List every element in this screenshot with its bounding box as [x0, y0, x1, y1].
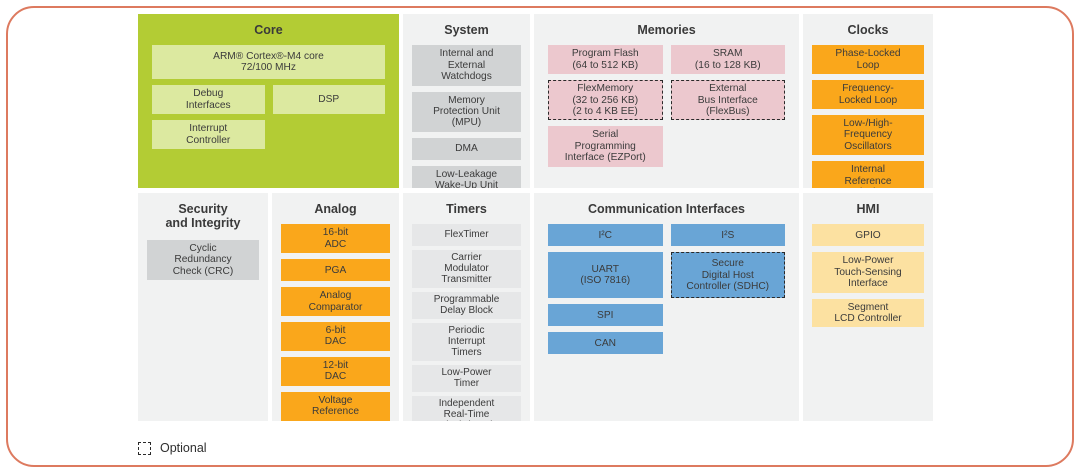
block-i2s: I²S: [670, 224, 785, 247]
block-flexmemory: FlexMemory (32 to 256 KB) (2 to 4 KB EE): [548, 80, 663, 121]
section-blocks: Cyclic Redundancy Check (CRC): [147, 239, 259, 281]
section-title-system: System: [444, 23, 489, 37]
section-title-comm: Communication Interfaces: [588, 202, 745, 216]
block-sram: SRAM (16 to 128 KB): [670, 45, 785, 75]
block-pll: Phase-Locked Loop: [812, 45, 924, 75]
block-analog-comparator: Analog Comparator: [281, 287, 390, 317]
section-title-core: Core: [254, 23, 283, 37]
block-arm-cortex-m4-core: ARM® Cortex®-M4 core 72/100 MHz: [152, 45, 385, 80]
block-lptimer: Low-Power Timer: [412, 365, 521, 393]
section-title-timers: Timers: [446, 202, 487, 216]
block-segment-lcd: Segment LCD Controller: [812, 298, 924, 328]
section-hmi: HMI GPIO Low-Power Touch-Sensing Interface…: [803, 193, 933, 421]
block-flextimer: FlexTimer: [412, 224, 521, 247]
section-title-security: Security and Integrity: [165, 202, 241, 231]
block-voltage-reference: Voltage Reference: [281, 391, 390, 421]
section-title-clocks: Clocks: [847, 23, 889, 37]
section-blocks: Program Flash (64 to 512 KB)SRAM (16 to …: [548, 45, 785, 167]
block-interrupt-controller: Interrupt Controller: [152, 120, 265, 150]
block-llwu: Low-Leakage Wake-Up Unit: [412, 165, 521, 188]
block-pga: PGA: [281, 259, 390, 282]
section-title-memories: Memories: [637, 23, 696, 37]
block-oscillators: Low-/High- Frequency Oscillators: [812, 115, 924, 156]
block-debug-interfaces: Debug Interfaces: [152, 85, 265, 115]
block-program-flash: Program Flash (64 to 512 KB): [548, 45, 663, 75]
section-title-analog: Analog: [314, 202, 357, 216]
block-can: CAN: [548, 332, 663, 355]
block-pdb: Programmable Delay Block: [412, 292, 521, 320]
block-fll: Frequency- Locked Loop: [812, 80, 924, 110]
block-gpio: GPIO: [812, 224, 924, 247]
block-ezport: Serial Programming Interface (EZPort): [548, 126, 663, 167]
block-uart: UART (ISO 7816): [548, 252, 663, 299]
legend: Optional: [138, 441, 207, 455]
block-dma: DMA: [412, 137, 521, 160]
block-rtc: Independent Real-Time Clock (RTC): [412, 396, 521, 421]
block-i2c: I²C: [548, 224, 663, 247]
section-analog: Analog 16-bit ADC PGA Analog Comparator 6-bi…: [272, 193, 399, 421]
block-pit: Periodic Interrupt Timers: [412, 323, 521, 362]
block-watchdogs: Internal and External Watchdogs: [412, 45, 521, 86]
block-cmt: Carrier Modulator Transmitter: [412, 250, 521, 289]
block-mpu: Memory Protection Unit (MPU): [412, 91, 521, 132]
block-sdhc: Secure Digital Host Controller (SDHC): [670, 252, 785, 299]
block-dsp: DSP: [272, 85, 385, 115]
legend-label: Optional: [160, 441, 207, 455]
block-dac-6bit: 6-bit DAC: [281, 322, 390, 351]
section-blocks: I²C I²S UART (ISO 7816)Secure Digital Host…: [548, 224, 785, 355]
block-spi: SPI: [548, 304, 663, 327]
optional-dashed-box-icon: [138, 441, 151, 455]
block-adc-16bit: 16-bit ADC: [281, 224, 390, 254]
block-dac-12bit: 12-bit DAC: [281, 356, 390, 386]
block-external-bus-interface: External Bus Interface (FlexBus): [670, 80, 785, 121]
block-internal-reference-clocks: Internal Reference Clocks: [812, 161, 924, 188]
block-crc: Cyclic Redundancy Check (CRC): [147, 239, 259, 281]
block-touch-sensing: Low-Power Touch-Sensing Interface: [812, 252, 924, 293]
section-blocks: 16-bit ADC PGA Analog Comparator 6-bit DAC 1…: [281, 224, 390, 421]
section-title-hmi: HMI: [856, 202, 880, 216]
